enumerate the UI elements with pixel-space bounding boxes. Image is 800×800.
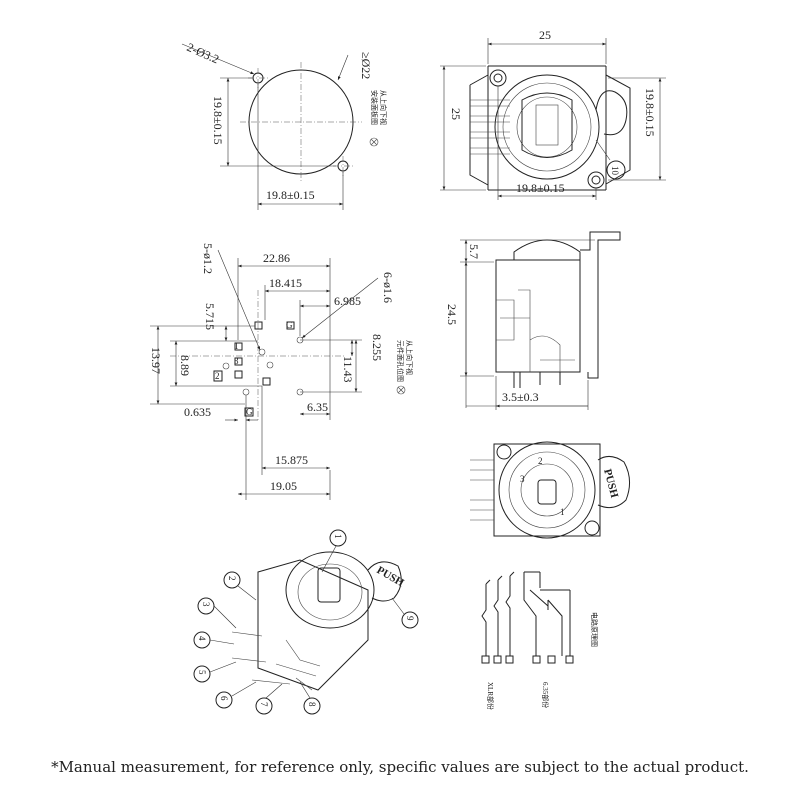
dim-8-89: 8.89 <box>178 355 192 376</box>
side-height-dim: 24.5 <box>445 304 459 325</box>
hole-note-left: 5-ø1.2 <box>201 243 215 274</box>
iso-callout-9: 9 <box>405 616 415 621</box>
iso-callout-1: 1 <box>333 534 343 539</box>
front-bottom-dim: 19.8±0.15 <box>516 181 565 195</box>
pad-label-2: 2 <box>215 371 220 381</box>
cutout-vertical-dim: 19.8±0.15 <box>211 96 225 145</box>
iso-callout-2: 2 <box>227 576 237 581</box>
dim-13-97: 13.97 <box>149 347 163 374</box>
schematic-jack-label: 6.35部份 <box>541 682 550 708</box>
isometric-view: PUSH 1 2 3 4 5 6 7 8 <box>193 529 419 715</box>
cutout-note-cn2: 从上向下视 <box>379 90 388 125</box>
iso-callouts: 1 2 3 4 5 6 7 8 9 <box>193 529 419 715</box>
front-face-pin-3: 3 <box>520 474 525 484</box>
side-top-dim: 5.7 <box>467 244 481 259</box>
pcb-note-cn2: 从上向下视 <box>405 340 414 375</box>
dim-15-875: 15.875 <box>275 453 308 467</box>
dim-8-255: 8.255 <box>370 334 384 361</box>
front-callout: 10 <box>610 166 620 176</box>
panel-cutout-view: 2-Ø3.2 ≥Ø22 19.8±0.15 19.8±0.15 安装面板图 从上… <box>181 40 388 210</box>
dim-22-86: 22.86 <box>263 251 290 265</box>
hole-note-right: 6-ø1.6 <box>381 272 395 303</box>
dim-5-715: 5.715 <box>203 303 217 330</box>
schematic-view: XLR部份 6.35部份 电路原理图 <box>481 571 599 710</box>
dim-0-635: 0.635 <box>184 405 211 419</box>
cutout-note-cn: 安装面板图 <box>370 90 379 125</box>
pad-label-1: 1 <box>234 341 239 351</box>
pcb-note-cn: 元件面孔位图 <box>396 340 405 382</box>
front-outline-view: 25 25 19.8±0.15 19.8±0.15 10 <box>440 28 666 200</box>
dim-18-415: 18.415 <box>269 276 302 290</box>
iso-callout-3: 3 <box>201 602 211 607</box>
pcb-layout-view: G 1 2 3 G 22.86 18.415 6.985 5.715 8.255 <box>149 243 414 500</box>
drawing-canvas: 2-Ø3.2 ≥Ø22 19.8±0.15 19.8±0.15 安装面板图 从上… <box>149 28 666 715</box>
front-face-pin-1: 1 <box>560 507 565 517</box>
iso-callout-8: 8 <box>307 702 317 707</box>
iso-callout-7: 7 <box>259 702 269 707</box>
dim-19-05: 19.05 <box>270 479 297 493</box>
cutout-horizontal-dim: 19.8±0.15 <box>266 188 315 202</box>
front-face-push: PUSH <box>601 468 620 500</box>
technical-drawing: 2-Ø3.2 ≥Ø22 19.8±0.15 19.8±0.15 安装面板图 从上… <box>149 28 666 715</box>
iso-push: PUSH <box>375 564 407 589</box>
iso-callout-5: 5 <box>197 670 207 675</box>
schematic-note-cn: 电路原理图 <box>590 612 599 647</box>
dim-11-43: 11.43 <box>341 356 355 383</box>
footnote: *Manual measurement, for reference only,… <box>51 758 749 776</box>
pad-label-g-top: G <box>286 320 293 330</box>
front-height-dim: 25 <box>449 108 463 120</box>
pad-label-g-bottom: G <box>246 407 253 417</box>
hole-note: 2-Ø3.2 <box>185 40 221 66</box>
side-bottom-dim: 3.5±0.3 <box>502 390 539 404</box>
schematic-xlr-label: XLR部份 <box>486 682 495 710</box>
dim-6-35: 6.35 <box>307 400 328 414</box>
front-width-dim: 25 <box>539 28 551 42</box>
dim-6-985: 6.985 <box>334 294 361 308</box>
iso-callout-4: 4 <box>197 636 207 641</box>
front-face-view: PUSH 2 3 1 <box>470 441 630 539</box>
front-face-pin-2: 2 <box>538 456 543 466</box>
front-right-dim: 19.8±0.15 <box>643 88 657 137</box>
iso-callout-6: 6 <box>219 696 229 701</box>
side-view: 5.7 24.5 3.5±0.3 <box>445 231 621 410</box>
diameter-note: ≥Ø22 <box>359 52 373 79</box>
pad-label-3: 3 <box>234 356 239 366</box>
